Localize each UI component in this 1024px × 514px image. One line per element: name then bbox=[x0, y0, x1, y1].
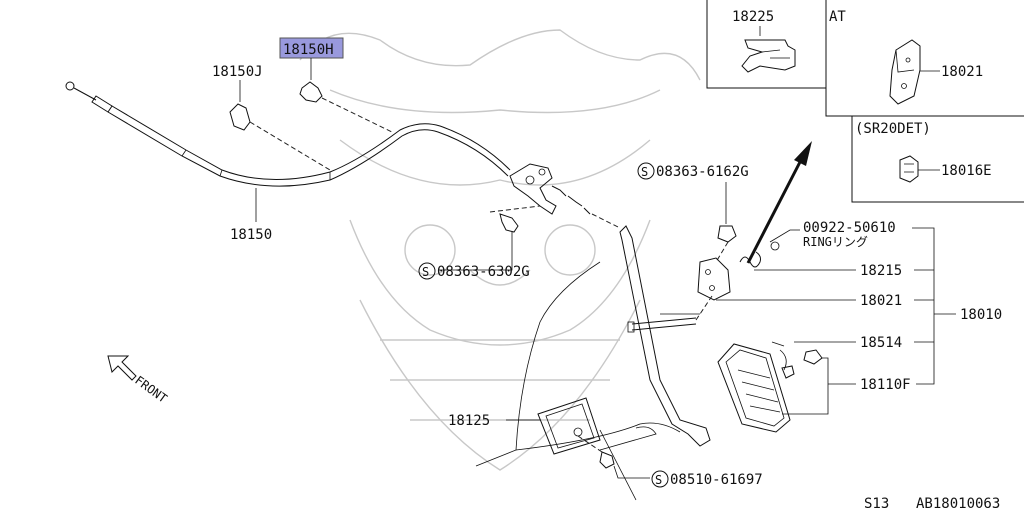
label-18016e: 18016E bbox=[941, 163, 992, 179]
label-18125: 18125 bbox=[448, 413, 490, 429]
label-08363-6162g: 08363-6162G bbox=[656, 164, 749, 180]
part-08363-6302g-bolt[interactable]: S 08363-6302G bbox=[418, 205, 541, 280]
label-ring: RINGリング bbox=[803, 235, 868, 249]
label-sr20det: (SR20DET) bbox=[855, 121, 931, 137]
s-mark-1: S bbox=[422, 265, 429, 279]
floor-outline bbox=[475, 261, 681, 501]
label-front: FRONT bbox=[132, 373, 169, 406]
group-18010: 18010 bbox=[660, 227, 1002, 385]
part-18125-plate[interactable]: 18125 bbox=[448, 397, 601, 455]
label-18215: 18215 bbox=[860, 263, 902, 279]
reference-arrow bbox=[746, 141, 812, 264]
inset-boxes bbox=[706, 0, 1024, 203]
cable-end-bracket bbox=[509, 163, 621, 229]
part-18215-spring[interactable]: 18215 bbox=[739, 251, 902, 279]
label-18021-at: 18021 bbox=[941, 64, 983, 80]
s-mark-3: S bbox=[655, 473, 662, 487]
part-18016e[interactable]: 18016E bbox=[899, 155, 992, 183]
part-18110f-pedal-pad[interactable]: 18110F bbox=[717, 343, 911, 433]
label-18150: 18150 bbox=[230, 227, 272, 243]
label-18514: 18514 bbox=[860, 335, 902, 351]
part-18021-at-bracket[interactable]: 18021 bbox=[889, 39, 983, 105]
label-18010: 18010 bbox=[960, 307, 1002, 323]
part-18225-clip[interactable]: 18225 bbox=[732, 9, 796, 73]
label-18150h: 18150H bbox=[283, 42, 334, 58]
footer-code-right: AB18010063 bbox=[916, 496, 1000, 510]
part-18514-stopper[interactable]: 18514 bbox=[771, 335, 902, 379]
part-18021-bracket[interactable]: 18021 bbox=[697, 257, 902, 309]
part-00922-50610-ring[interactable]: 00922-50610 RINGリング bbox=[769, 220, 896, 251]
part-08363-6162g-bolt[interactable]: S 08363-6162G bbox=[637, 162, 749, 263]
watermark-logo bbox=[299, 29, 701, 471]
part-18150-cable[interactable]: 18150 bbox=[65, 81, 511, 243]
label-18150j: 18150J bbox=[212, 64, 263, 80]
label-08510-61697: 08510-61697 bbox=[670, 472, 763, 488]
label-08363-6302g: 08363-6302G bbox=[437, 264, 530, 280]
highlight-box bbox=[279, 37, 344, 59]
footer-code-left: S13 bbox=[864, 496, 889, 510]
part-18150j-clip[interactable]: 18150J bbox=[212, 64, 331, 171]
part-pedal-arm[interactable] bbox=[619, 225, 713, 447]
label-at: AT bbox=[829, 9, 846, 25]
label-18110f: 18110F bbox=[860, 377, 911, 393]
label-18225: 18225 bbox=[732, 9, 774, 25]
front-direction-indicator: FRONT bbox=[107, 355, 170, 406]
part-18150h-clip[interactable]: 18150H bbox=[279, 37, 393, 133]
s-mark-2: S bbox=[641, 165, 648, 179]
label-18021: 18021 bbox=[860, 293, 902, 309]
part-08510-61697-bolt[interactable]: S 08510-61697 bbox=[577, 435, 763, 488]
label-00922-50610: 00922-50610 bbox=[803, 220, 896, 236]
